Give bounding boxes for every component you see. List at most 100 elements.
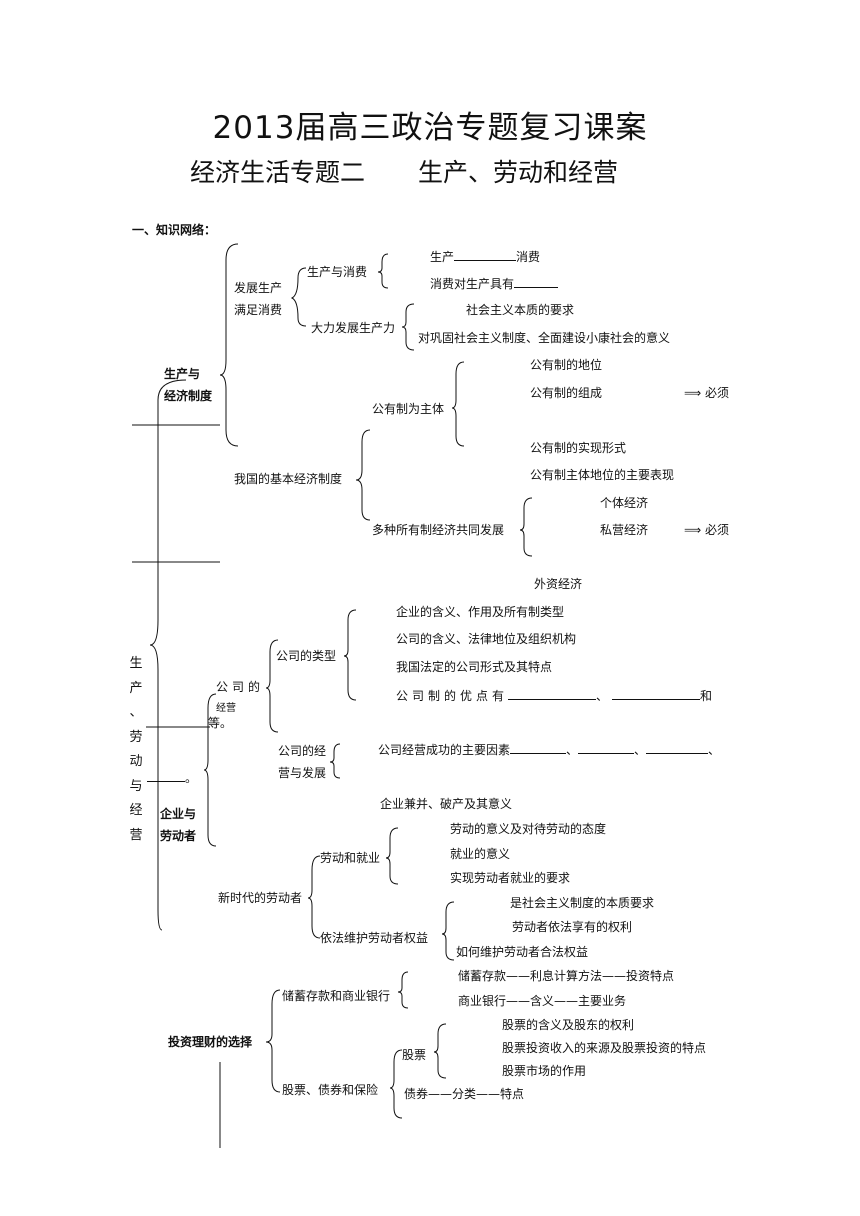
brace-cxyh	[397, 971, 409, 1009]
node-youdian: 公司制的优点有、和	[396, 688, 716, 703]
node-xfdsc: 消费对生产具有	[430, 276, 559, 291]
node-gsjy-2: 营与发展	[278, 766, 327, 780]
node-rh: 如何维护劳动者合法权益	[456, 945, 589, 959]
node-jb: 企业兼并、破产及其意义	[380, 797, 513, 811]
node-scyxf: 生产与消费	[307, 265, 368, 279]
fill-blank[interactable]	[612, 688, 701, 700]
fill-blank[interactable]	[578, 742, 635, 754]
brace-gpzq	[389, 1049, 403, 1119]
node-wz: 外资经济	[534, 577, 583, 591]
he-label: 和	[700, 689, 717, 703]
node-gsjy-1: 公司的经	[278, 744, 327, 758]
fill-blank[interactable]	[646, 742, 709, 754]
subtitle-left: 经济生活专题二	[190, 158, 366, 187]
node-scy-2: 经济制度	[164, 389, 213, 403]
node-gyz-dw: 公有制的地位	[530, 358, 603, 372]
node-gp: 股票	[402, 1048, 427, 1062]
vchar: 与	[129, 778, 143, 794]
brace-gslx	[343, 609, 357, 701]
node-fazhan-2: 满足消费	[234, 303, 283, 317]
node-bz: 是社会主义制度的本质要求	[510, 896, 655, 910]
node-zq: 债券——分类——特点	[404, 1087, 525, 1101]
fill-blank[interactable]	[454, 249, 517, 261]
node-duozhong: 多种所有制经济共同发展	[372, 523, 505, 537]
cg-label: 公司经营成功的主要因素	[378, 743, 511, 757]
node-xsd: 新时代的劳动者	[218, 891, 303, 905]
vchar: 经	[129, 803, 143, 818]
brace-wh	[441, 901, 455, 961]
brace-gyz	[451, 361, 465, 447]
node-gpzq: 股票、债券和保险	[282, 1083, 379, 1097]
brace-qy	[203, 693, 217, 847]
node-gp-tz: 股票投资收入的来源及股票投资的特点	[502, 1041, 707, 1055]
node-tzlc: 投资理财的选择	[168, 1035, 253, 1049]
node-qy-hy: 企业的含义、作用及所有制类型	[396, 605, 565, 619]
node-scy-1: 生产与	[164, 367, 201, 381]
brace-fazhan-sub	[290, 267, 307, 327]
brace-main	[149, 379, 187, 931]
node-ldjy: 劳动和就业	[320, 851, 381, 865]
node-gyzwz: 公有制为主体	[372, 402, 445, 416]
node-sc-xf: 生产 消费	[430, 249, 540, 264]
vchar: 、	[129, 705, 143, 720]
fill-blank[interactable]	[147, 770, 185, 782]
node-gsd-1: 公司的	[216, 680, 265, 694]
node-fazhan-1: 发展生产	[234, 281, 283, 295]
node-wh: 依法维护劳动者权益	[320, 931, 429, 945]
fill-blank[interactable]	[514, 276, 559, 288]
brace-dz	[519, 497, 533, 557]
node-dot: 。	[147, 770, 197, 785]
node-sy: 私营经济	[600, 523, 649, 537]
brace-tzlc	[265, 989, 281, 1093]
node-fd: 我国法定的公司形式及其特点	[396, 660, 553, 674]
brace-jbjj	[355, 429, 371, 521]
node-dlfz: 大力发展生产力	[311, 321, 396, 335]
vchar: 劳	[129, 729, 143, 745]
node-sx-jy: 实现劳动者就业的要求	[450, 871, 571, 885]
brace-ldjy	[385, 827, 399, 885]
vchar: 营	[129, 827, 143, 843]
node-jy-yy: 就业的意义	[450, 847, 511, 861]
node-gp-hy: 股票的含义及股东的权利	[502, 1018, 635, 1032]
brace-gp	[433, 1023, 447, 1079]
dot-label: 。	[185, 771, 198, 785]
brace-dlfz	[401, 303, 415, 351]
node-bixu-2: ⟹ 必须	[684, 523, 730, 537]
node-qy-1: 企业与	[160, 807, 197, 821]
brace-xsd	[307, 855, 321, 939]
node-gslx: 公司的类型	[276, 649, 337, 663]
node-jbjjzd: 我国的基本经济制度	[234, 472, 343, 486]
node-qy-2: 劳动者	[160, 829, 197, 843]
sep: 、	[634, 743, 647, 757]
subtitle-right: 生产、劳动和经营	[418, 158, 619, 187]
node-cg: 公司经营成功的主要因素、、、	[378, 742, 720, 757]
brace-scxf	[377, 253, 389, 289]
node-bixu-1: ⟹ 必须	[684, 386, 730, 400]
sc-label: 生产	[430, 250, 455, 264]
node-gyz-sx: 公有制的实现形式	[530, 441, 627, 455]
brace-gsd	[265, 639, 279, 733]
node-gp-sc: 股票市场的作用	[502, 1064, 587, 1078]
vertical-title: 生 产 、 劳 动 与 经 营	[128, 652, 144, 848]
node-shzy: 社会主义本质的要求	[466, 303, 575, 317]
fill-blank[interactable]	[510, 742, 567, 754]
node-deng: 等。	[208, 716, 233, 730]
brace-fazhan	[219, 243, 239, 447]
node-ld-yy: 劳动的意义及对待劳动的态度	[450, 822, 607, 836]
node-gtjj: 个体经济	[600, 496, 649, 510]
fill-blank[interactable]	[508, 688, 597, 700]
xfdsc-label: 消费对生产具有	[430, 277, 515, 291]
node-cx: 储蓄存款——利息计算方法——投资特点	[458, 969, 675, 983]
node-ql: 劳动者依法享有的权利	[512, 920, 633, 934]
vchar: 产	[129, 680, 143, 696]
node-gyz-zc: 公有制的组成	[530, 386, 603, 400]
xf-label: 消费	[516, 250, 541, 264]
node-gonggu: 对巩固社会主义制度、全面建设小康社会的意义	[418, 331, 671, 345]
sep: 、	[566, 743, 579, 757]
page-title: 2013届高三政治专题复习课案	[212, 110, 648, 146]
vchar: 生	[129, 656, 143, 671]
sep: 、	[596, 689, 613, 703]
node-cxyh: 储蓄存款和商业银行	[282, 989, 391, 1003]
node-gs-hy: 公司的含义、法律地位及组织机构	[396, 632, 577, 646]
